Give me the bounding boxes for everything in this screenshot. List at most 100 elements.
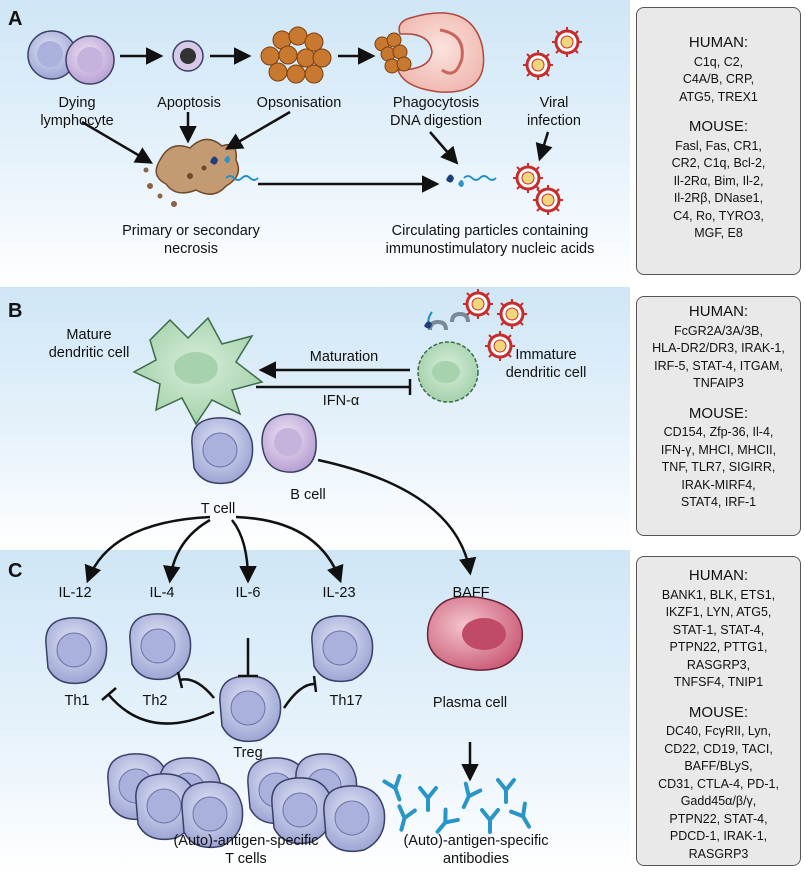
gene-line: CD31, CTLA-4, PD-1, <box>658 776 779 791</box>
virus-icon <box>531 183 565 217</box>
th1-cell-icon <box>45 617 108 685</box>
inhibition-treg-th17 <box>282 682 315 709</box>
label-baff: BAFF <box>452 585 490 601</box>
gene-line: HLA-DR2/DR3, IRAK-1, <box>652 341 785 355</box>
th2-cell-icon <box>129 613 192 681</box>
gene-line: Fasl, Fas, CR1, <box>675 138 762 153</box>
mature-dendritic-cell <box>132 316 264 426</box>
label-plasma-cell: Plasma cell <box>432 695 508 711</box>
gene-box-b-mouse-header: MOUSE: <box>688 404 749 422</box>
gene-box-c-human-header: HUMAN: <box>688 567 749 584</box>
gene-line: TNFAIP3 <box>693 376 744 390</box>
gene-line: RASGRP3, <box>686 657 751 672</box>
circulating-particles <box>446 174 497 187</box>
label-viral-infection: Viral infection <box>526 95 581 129</box>
gene-box-b: HUMAN: FcGR2A/3A/3B, HLA-DR2/DR3, IRAK-1… <box>636 296 801 536</box>
gene-box-a: HUMAN: C1q, C2, C4A/B, CRP, ATG5, TREX1 … <box>636 7 801 275</box>
arrow-to-il6 <box>231 519 257 584</box>
gene-box-c: HUMAN: BANK1, BLK, ETS1, IKZF1, LYN, ATG… <box>636 556 801 866</box>
label-circulating-particles: Circulating particles containing immunos… <box>385 223 595 257</box>
arrow-to-il12 <box>84 515 211 584</box>
label-opsonisation: Opsonisation <box>256 95 342 111</box>
arrow-to-il23 <box>235 515 344 584</box>
gene-line: STAT-1, STAT-4, <box>672 622 765 637</box>
gene-line: IKZF1, LYN, ATG5, <box>665 605 772 619</box>
gene-line: IFN-γ, MHCI, MHCII, <box>660 442 777 457</box>
label-maturation: Maturation <box>309 349 379 365</box>
gene-box-a-human-header: HUMAN: <box>688 34 749 51</box>
label-th17: Th17 <box>329 693 363 709</box>
panel-label-c: C <box>8 560 23 582</box>
gene-line: PTPN22, STAT-4, <box>669 811 768 826</box>
arrow-to-il4 <box>163 518 211 584</box>
gene-line: STAT4, IRF-1 <box>680 495 757 509</box>
gene-line: Il-2Rβ, DNase1, <box>673 191 764 205</box>
dying-lymphocyte-cells <box>27 30 115 85</box>
opsonised-cell <box>260 26 332 84</box>
gene-line: MGF, E8 <box>694 226 743 240</box>
inhibition-treg-th1 <box>107 693 215 725</box>
necrotic-debris <box>143 138 240 207</box>
b-cell-icon <box>261 413 317 473</box>
gene-line: PTPN22, PTTG1, <box>669 640 768 654</box>
gene-line: IRAK-MIRF4, <box>681 477 756 492</box>
apoptotic-cell <box>172 40 204 72</box>
antibody-icons <box>382 773 538 839</box>
label-il4: IL-4 <box>149 585 175 601</box>
label-t-cell: T cell <box>200 501 236 517</box>
gene-line: Gadd45α/β/γ, <box>680 794 757 808</box>
gene-line: TNFSF4, TNIP1 <box>673 675 764 689</box>
label-b-cell: B cell <box>290 487 326 503</box>
gene-line: ATG5, TREX1 <box>679 89 758 104</box>
label-immature-dc: Immature dendritic cell <box>505 347 587 381</box>
gene-line: C4A/B, CRP, <box>682 72 755 86</box>
inhibition-bar <box>312 675 318 693</box>
gene-line: IRF-5, STAT-4, ITGAM, <box>654 358 783 373</box>
gene-line: CR2, C1q, Bcl-2, <box>671 156 766 170</box>
inhibition-bar <box>101 687 117 701</box>
gene-line: RASGRP3 <box>688 846 749 861</box>
panel-b-background <box>0 287 630 550</box>
gene-line: BANK1, BLK, ETS1, <box>661 587 776 602</box>
label-necrosis: Primary or secondary necrosis <box>122 223 260 257</box>
label-mature-dc: Mature dendritic cell <box>48 327 130 361</box>
gene-line: CD22, CD19, TACI, <box>664 741 773 756</box>
inhibition-treg-th2 <box>179 678 215 699</box>
t-cell-icon <box>191 417 254 485</box>
gene-box-c-mouse-header: MOUSE: <box>688 703 749 721</box>
gene-box-b-human-header: HUMAN: <box>688 303 749 320</box>
label-apoptosis: Apoptosis <box>157 95 221 111</box>
arrow-viral-to-particles <box>535 131 553 162</box>
gene-line: Il-2Rα, Bim, Il-2, <box>673 173 764 188</box>
panel-label-a: A <box>8 8 23 30</box>
virus-icon <box>461 287 495 321</box>
gene-line: PDCD-1, IRAK-1, <box>669 829 768 843</box>
arrow-bcell-to-baff <box>317 458 477 576</box>
label-th1: Th1 <box>64 693 90 709</box>
gene-line: DC40, FcγRII, Lyn, <box>665 724 772 738</box>
th17-cell-icon <box>311 615 374 683</box>
gene-line: BAFF/BLyS, <box>684 759 753 773</box>
arrow-phagocytosis-to-particles <box>429 131 459 165</box>
label-auto-antibodies: (Auto)-antigen-specific antibodies <box>403 833 549 867</box>
label-il12: IL-12 <box>58 585 92 601</box>
arrow-opsonisation-to-necrosis <box>224 110 291 150</box>
inhibition-bar <box>176 671 184 689</box>
virus-icon <box>550 25 584 59</box>
treg-cell-icon <box>219 675 282 743</box>
diagram-artwork <box>27 12 584 853</box>
virus-icon <box>495 297 529 331</box>
plasma-cell-icon <box>426 595 524 671</box>
label-ifn-alpha: IFN-α <box>322 393 360 409</box>
label-il23: IL-23 <box>322 585 356 601</box>
gene-line: C4, Ro, TYRO3, <box>673 208 764 223</box>
gene-line: CD154, Zfp-36, Il-4, <box>663 425 774 439</box>
label-il6: IL-6 <box>235 585 261 601</box>
virus-icon <box>511 161 545 195</box>
label-dying-lymphocyte: Dying lymphocyte <box>40 95 114 129</box>
label-th2: Th2 <box>142 693 168 709</box>
virus-icon <box>521 48 555 82</box>
gene-line: FcGR2A/3A/3B, <box>674 323 763 338</box>
gene-box-a-mouse-header: MOUSE: <box>688 118 749 135</box>
gene-line: TNF, TLR7, SIGIRR, <box>661 460 776 474</box>
